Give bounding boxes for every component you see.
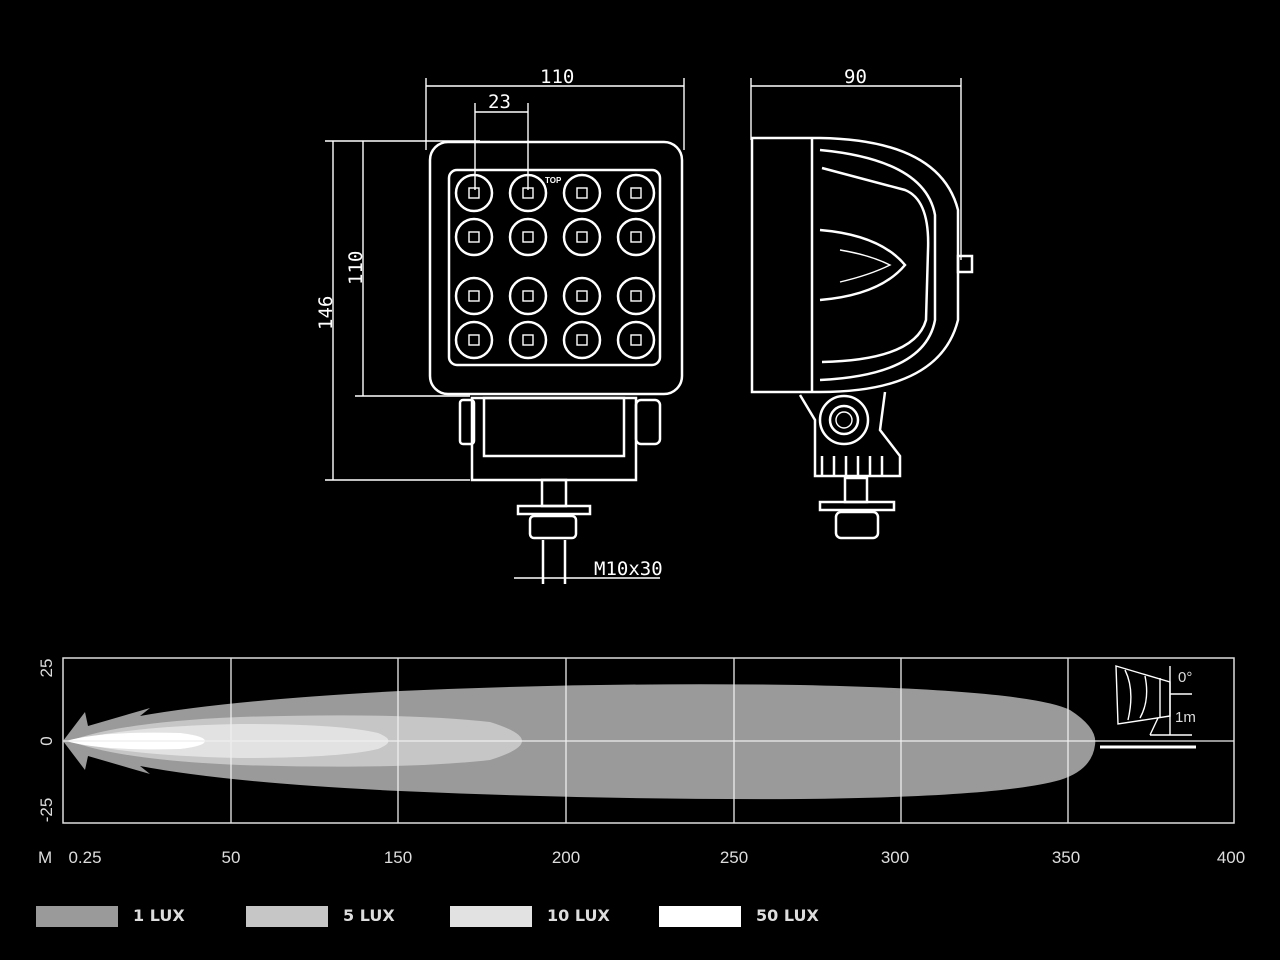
led-icon — [454, 217, 494, 257]
dim-bolt: M10x30 — [594, 558, 663, 580]
led-icon — [562, 276, 602, 316]
led-icon — [508, 217, 548, 257]
x-tick: 200 — [552, 848, 580, 867]
front-view: 110 23 TOP 146 110 M10x30 — [315, 66, 685, 584]
x-axis-label: M — [38, 848, 52, 867]
led-icon — [508, 276, 548, 316]
dim-front-width: 110 — [540, 66, 574, 88]
x-tick: 350 — [1052, 848, 1080, 867]
led-icon — [454, 173, 494, 213]
led-icon — [616, 320, 656, 360]
y-tick: 25 — [37, 659, 56, 678]
x-tick: 0.25 — [68, 848, 101, 867]
led-icon — [562, 173, 602, 213]
legend-label: 1 LUX — [133, 906, 185, 925]
legend-swatch — [659, 906, 741, 927]
led-icon — [616, 173, 656, 213]
beam-chart: 25 0 -25 M 0.25 50 150 200 250 300 350 400 0° 1… — [36, 657, 1245, 927]
chart-grid — [63, 658, 1234, 823]
legend-label: 5 LUX — [343, 906, 395, 925]
dim-total-height: 146 — [315, 296, 337, 330]
x-tick: 150 — [384, 848, 412, 867]
led-icon — [454, 320, 494, 360]
side-view: 90 — [750, 66, 974, 540]
dim-led-pitch: 23 — [488, 91, 511, 113]
led-icon — [454, 276, 494, 316]
legend-swatch — [450, 906, 532, 927]
legend: 1 LUX 5 LUX 10 LUX 50 LUX — [36, 906, 819, 927]
legend-swatch — [36, 906, 118, 927]
beam-1-lux — [63, 684, 1096, 800]
led-icon — [562, 217, 602, 257]
dim-side-depth: 90 — [844, 66, 867, 88]
plot-frame — [62, 657, 1235, 824]
inset-angle-label: 0° — [1178, 669, 1192, 686]
x-tick: 400 — [1217, 848, 1245, 867]
legend-swatch — [246, 906, 328, 927]
led-icon — [616, 276, 656, 316]
led-icon — [508, 173, 548, 213]
y-tick: -25 — [37, 798, 56, 823]
top-marker: TOP — [545, 176, 562, 185]
legend-label: 50 LUX — [756, 906, 819, 925]
x-tick: 300 — [881, 848, 909, 867]
led-icon — [508, 320, 548, 360]
led-icon — [562, 320, 602, 360]
inset-height-label: 1m — [1175, 709, 1196, 726]
mounting-inset-icon: 0° 1m — [1100, 665, 1196, 749]
dim-housing-height: 110 — [345, 251, 367, 285]
x-tick: 250 — [720, 848, 748, 867]
y-tick: 0 — [37, 736, 56, 745]
legend-label: 10 LUX — [547, 906, 610, 925]
led-icon — [616, 217, 656, 257]
x-tick: 50 — [222, 848, 241, 867]
